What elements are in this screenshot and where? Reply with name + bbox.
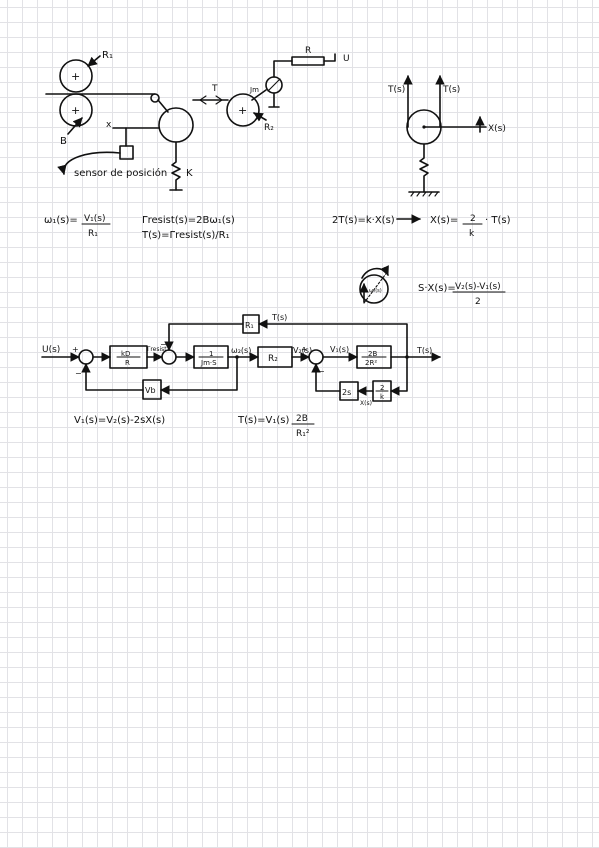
x-eq-den: k — [469, 229, 475, 239]
vb-block-label: Vb — [145, 386, 156, 395]
u-label: U — [343, 54, 350, 64]
motor-pulley — [226, 93, 260, 127]
r1-block-label: R₁ — [245, 321, 254, 330]
omega-eq-lhs: ω₁(s)= — [44, 215, 78, 226]
lower-roller-plus: + — [71, 104, 80, 117]
sum1-plus: + — [72, 345, 79, 354]
t-label: T — [211, 84, 218, 94]
omega2-label: ω₂(s) — [231, 346, 251, 355]
r2-block-label: R₂ — [268, 354, 278, 364]
v1-eq: V₁(s)=V₂(s)-2sX(s) — [74, 415, 165, 426]
v2-label: V₂(s) — [293, 346, 312, 355]
tension-arrow-right — [215, 95, 223, 105]
two-s-to-sum3 — [311, 363, 341, 392]
free-body-spring — [419, 143, 429, 193]
v1-label: V₁(s) — [330, 345, 349, 354]
gamma-eq: Γresist(s)=2Bω₁(s) — [142, 215, 235, 226]
gain-den: 2R² — [365, 359, 377, 367]
tension-left-label: T(s) — [387, 85, 405, 95]
spring-force-eq: 2T(s)=k·X(s) — [332, 215, 395, 226]
sensor-pointer-arrow — [57, 151, 121, 175]
vb-to-sum1 — [81, 363, 144, 391]
motor-slash — [267, 78, 281, 92]
motor-pulley-plus: + — [238, 104, 247, 117]
kinematic-sketch-label: ω₂(s) — [369, 288, 382, 294]
omega-eq-num: V₁(s) — [84, 214, 105, 224]
gain-num: 2B — [368, 350, 377, 358]
t-gamma-eq: T(s)=Γresist(s)/R₁ — [141, 230, 230, 241]
kd-den: R — [125, 359, 130, 367]
sx-eq-num: V₂(s)-V₁(s) — [455, 282, 501, 292]
idler-pulley — [150, 93, 160, 103]
kinematic-sketch-diagonal — [363, 270, 389, 304]
xs-label: X(s) — [360, 400, 372, 407]
output-t-label: T(s) — [416, 346, 432, 355]
sensor-label: sensor de posición — [74, 167, 167, 179]
r1-feedback-t-label: T(s) — [271, 313, 287, 322]
feedback-to-r1 — [258, 319, 408, 358]
two-s-block-label: 2s — [342, 388, 351, 397]
b-arrow — [67, 117, 83, 135]
x-eq-tail: · T(s) — [485, 215, 511, 226]
block-diagram: U(s) + kD R Γresist 1 Jm·S ω₂(s) R₂ V₂(s… — [41, 313, 441, 407]
central-pulley — [158, 107, 194, 143]
resistor-r — [291, 56, 325, 66]
ground-hatching — [410, 191, 439, 197]
omega-to-vb — [160, 356, 238, 395]
input-u-label: U(s) — [42, 345, 60, 355]
sx-eq-lhs: S·X(s)= — [418, 283, 456, 294]
kd-num: kD — [121, 350, 130, 358]
belt-segment — [157, 99, 169, 113]
sum3-plus: + — [301, 345, 308, 354]
omega-eq-den: R₁ — [88, 229, 98, 239]
r-label: R — [305, 46, 311, 56]
t-eq-den: R₁² — [296, 429, 310, 439]
upper-roller-plus: + — [71, 70, 80, 83]
upper-roller — [59, 59, 93, 93]
sum1-minus: − — [75, 369, 82, 378]
pulley-free-body: T(s) T(s) X(s) — [387, 75, 506, 197]
x-gain-num: 2 — [380, 384, 384, 392]
x-eq-lhs: X(s)= — [430, 215, 458, 226]
summing-junction-2 — [161, 349, 177, 365]
sum2-minus: − — [160, 340, 167, 349]
tension-right-label: T(s) — [442, 85, 460, 95]
x-gain-den: k — [380, 393, 385, 401]
gamma-resist-label: Γresist — [147, 346, 167, 353]
tension-arrow-left — [199, 95, 207, 105]
summing-junction-3 — [308, 349, 324, 365]
r1-to-sum2 — [164, 323, 244, 351]
t-eq-num: 2B — [296, 414, 308, 424]
r2-arrow — [253, 112, 267, 122]
kinematic-rotation-arrow — [361, 265, 389, 279]
k-label: K — [186, 168, 193, 179]
mechanical-system: + + R₁ B x K T + Jm — [45, 46, 350, 191]
circuit-wire-right — [323, 53, 336, 62]
jm-label: Jm — [249, 86, 259, 94]
omega-takeoff-point — [235, 355, 239, 359]
pulley-center — [422, 125, 426, 129]
t-eq-lhs: T(s)=V₁(s) — [237, 415, 289, 426]
x-direction-label: X(s) — [488, 124, 506, 134]
motor-ground — [268, 92, 280, 108]
position-sensor-box — [119, 145, 134, 160]
circuit-wire-left — [273, 60, 293, 78]
x-label: x — [106, 120, 112, 130]
summing-junction-1 — [78, 349, 94, 365]
sx-eq-den: 2 — [475, 297, 481, 307]
spring-k — [171, 141, 181, 191]
feedback-to-x-gain — [390, 356, 408, 396]
x-eq-num: 2 — [470, 214, 476, 224]
jm-den: Jm·S — [200, 359, 217, 367]
r1-label: R₁ — [102, 50, 113, 61]
r1-arrow — [87, 55, 101, 67]
r2-label: R₂ — [264, 123, 274, 133]
b-label: B — [60, 136, 67, 147]
jm-num: 1 — [209, 350, 213, 358]
equations: ω₁(s)= V₁(s) R₁ Γresist(s)=2Bω₁(s) T(s)=… — [44, 214, 511, 439]
motor-shaft — [251, 89, 267, 101]
sum3-minus: − — [318, 367, 325, 376]
